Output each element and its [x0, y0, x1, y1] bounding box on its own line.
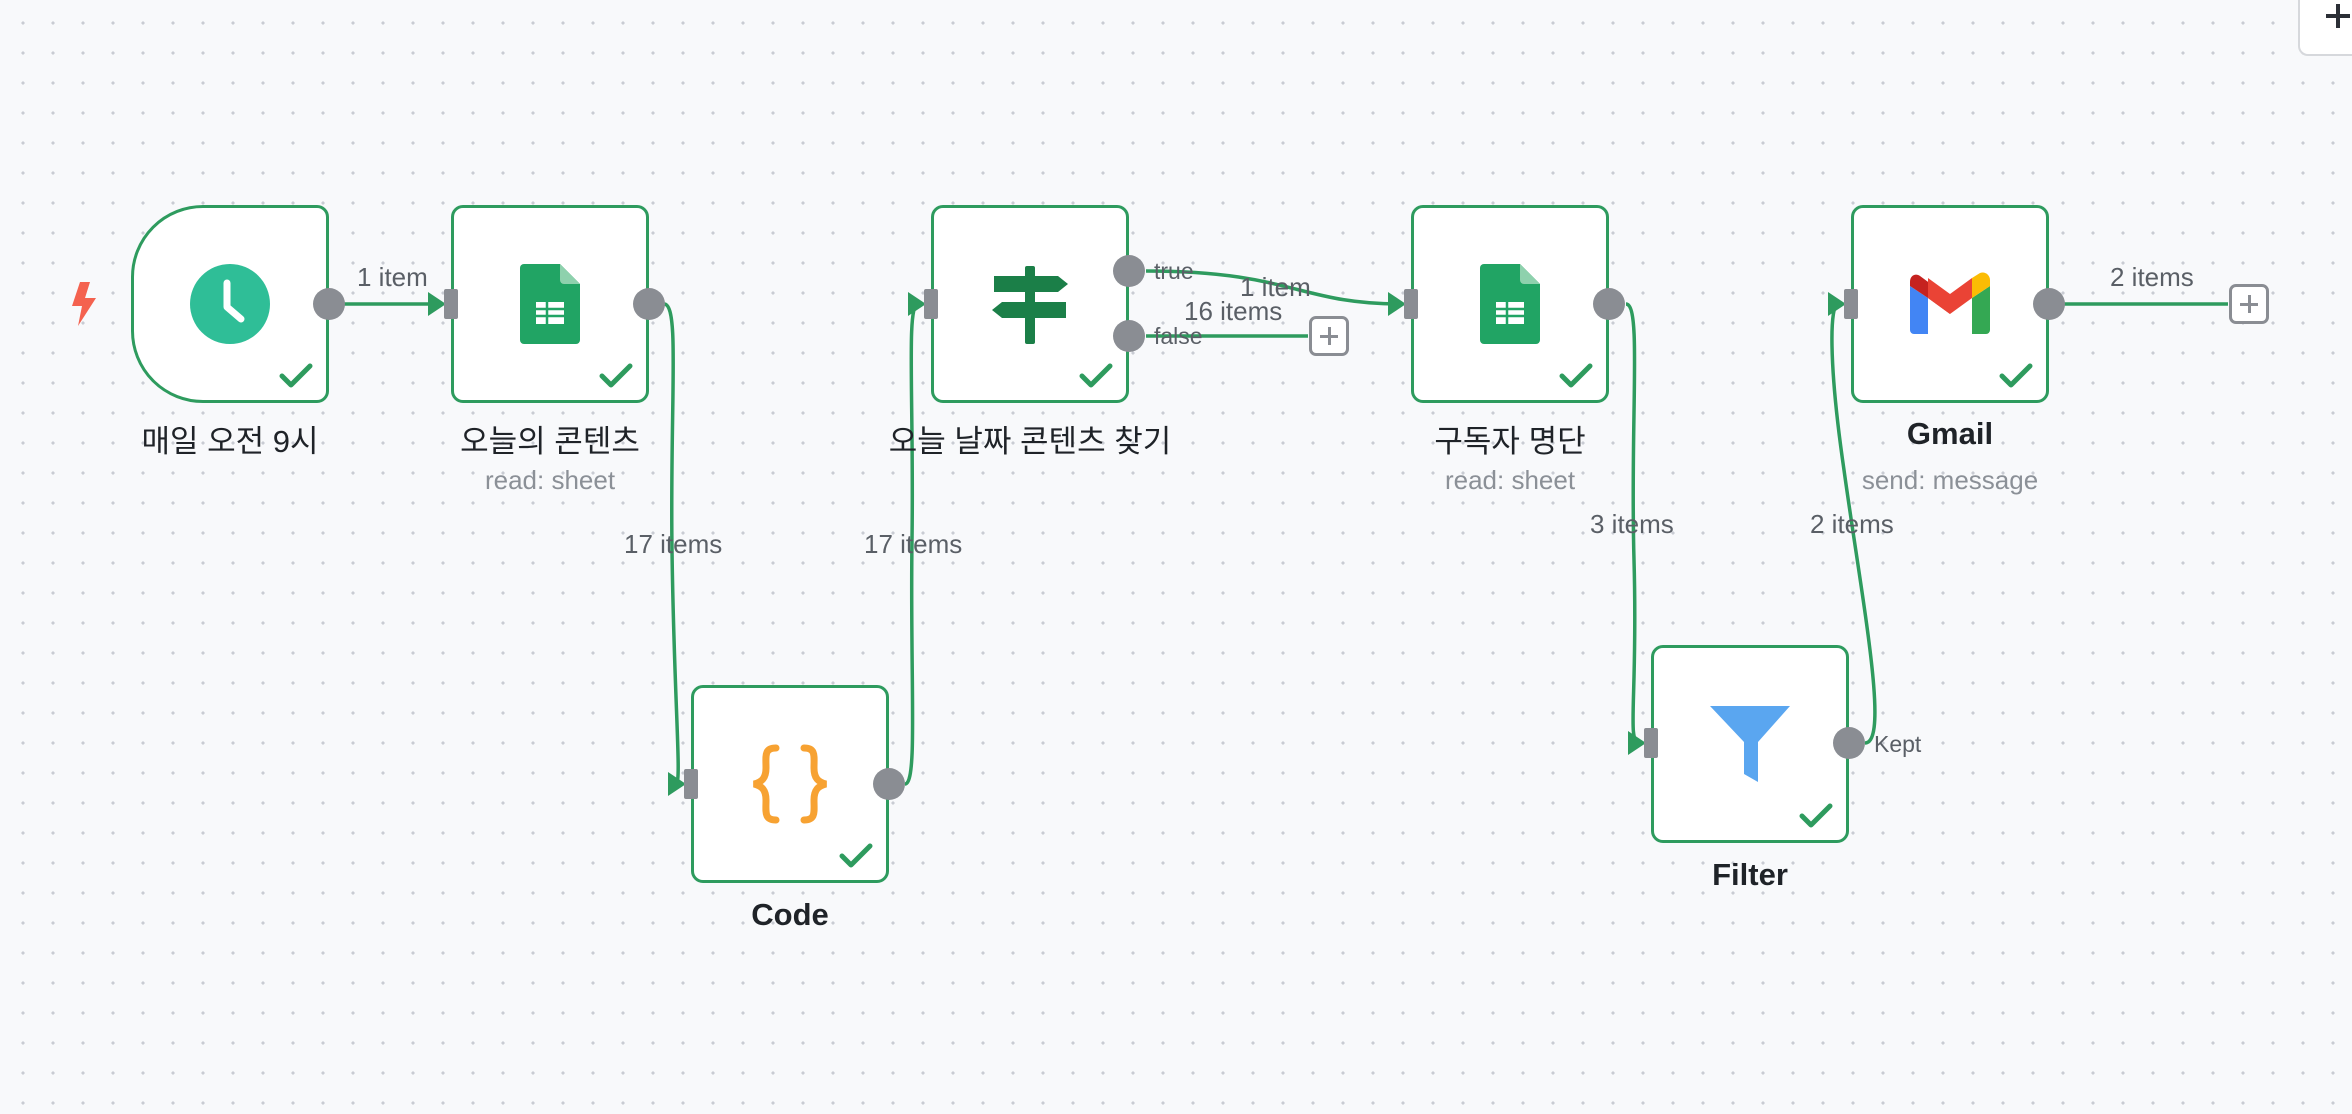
- output-label-kept: Kept: [1874, 731, 1922, 757]
- code-braces-icon: [753, 744, 827, 824]
- arrowhead-gmail-in: [1828, 292, 1846, 316]
- node-gmail-subtitle: send: message: [1861, 465, 2039, 495]
- arrowhead-content-in: [428, 292, 446, 316]
- edge-label-switch-true: 1 item: [1240, 272, 1311, 302]
- edge-label-gmail-out: 2 items: [2110, 262, 2194, 292]
- success-check-icon: [1799, 803, 1833, 828]
- node-gmail-title: Gmail: [1906, 416, 1994, 451]
- success-check-icon: [1559, 363, 1593, 388]
- filter-kept-output-handle[interactable]: [1833, 727, 1865, 759]
- node-switch-title: 오늘 날짜 콘텐츠 찾기: [888, 424, 1172, 459]
- code-input-handle[interactable]: [684, 769, 698, 799]
- edge-subscribers-to-filter: [1625, 302, 1641, 745]
- node-content-sheet-subtitle: read: sheet: [484, 465, 616, 495]
- success-check-icon: [1079, 363, 1113, 388]
- arrowhead-code-in: [668, 772, 686, 796]
- node-schedule-title: 매일 오전 9시: [141, 424, 319, 459]
- edge-code-to-switch: [904, 302, 919, 786]
- code-output-handle[interactable]: [873, 768, 905, 800]
- edge-label-filter-to-gmail: 2 items: [1810, 509, 1894, 539]
- add-node-panel-button[interactable]: [2298, 0, 2352, 56]
- output-label-false: false: [1154, 323, 1203, 349]
- clock-icon: [190, 264, 270, 344]
- content-sheet-output-handle[interactable]: [633, 288, 665, 320]
- edge-label-subscribers-to-filter: 3 items: [1590, 509, 1674, 539]
- success-check-icon: [839, 843, 873, 868]
- edge-filter-to-gmail: [1830, 302, 1877, 745]
- arrowhead-subscribers-in: [1388, 292, 1406, 316]
- output-label-true: true: [1154, 258, 1194, 284]
- signpost-icon: [992, 266, 1068, 344]
- content-sheet-input-handle[interactable]: [444, 289, 458, 319]
- node-code[interactable]: [691, 685, 889, 883]
- arrowhead-filter-in: [1628, 731, 1646, 755]
- success-check-icon: [599, 363, 633, 388]
- schedule-output-handle[interactable]: [313, 288, 345, 320]
- subscribers-sheet-output-handle[interactable]: [1593, 288, 1625, 320]
- filter-icon: [1710, 706, 1790, 782]
- node-schedule-trigger[interactable]: [131, 205, 329, 403]
- edge-content-to-code: [663, 302, 680, 786]
- success-check-icon: [1999, 363, 2033, 388]
- node-subscribers-sheet-subtitle: read: sheet: [1444, 465, 1576, 495]
- node-subscribers-sheet[interactable]: [1411, 205, 1609, 403]
- success-check-icon: [279, 363, 313, 388]
- google-sheets-icon: [1480, 264, 1540, 344]
- switch-true-output-handle[interactable]: [1113, 255, 1145, 287]
- edge-label-content-to-code: 17 items: [624, 529, 723, 559]
- edge-switch-true: [1145, 269, 1401, 306]
- trigger-bolt-icon: [72, 282, 96, 326]
- node-content-sheet-title: 오늘의 콘텐츠: [460, 424, 640, 459]
- add-node-after-false-button[interactable]: [1309, 316, 1349, 356]
- switch-false-output-handle[interactable]: [1113, 320, 1145, 352]
- switch-input-handle[interactable]: [924, 289, 938, 319]
- arrowhead-switch-in: [908, 292, 926, 316]
- google-sheets-icon: [520, 264, 580, 344]
- subscribers-sheet-input-handle[interactable]: [1404, 289, 1418, 319]
- edge-label-schedule-to-content: 1 item: [357, 262, 428, 292]
- node-subscribers-sheet-title: 구독자 명단: [1434, 424, 1586, 459]
- node-gmail[interactable]: [1851, 205, 2049, 403]
- filter-input-handle[interactable]: [1644, 728, 1658, 758]
- add-node-after-gmail-button[interactable]: [2229, 284, 2269, 324]
- node-code-title: Code: [751, 897, 829, 932]
- gmail-output-handle[interactable]: [2033, 288, 2065, 320]
- edge-label-switch-false: 16 items: [1184, 296, 1283, 326]
- node-switch[interactable]: [931, 205, 1129, 403]
- node-content-sheet[interactable]: [451, 205, 649, 403]
- node-filter[interactable]: [1651, 645, 1849, 843]
- gmail-input-handle[interactable]: [1844, 289, 1858, 319]
- node-filter-title: Filter: [1712, 857, 1788, 892]
- edge-label-code-to-switch: 17 items: [864, 529, 963, 559]
- gmail-icon: [1910, 272, 1990, 334]
